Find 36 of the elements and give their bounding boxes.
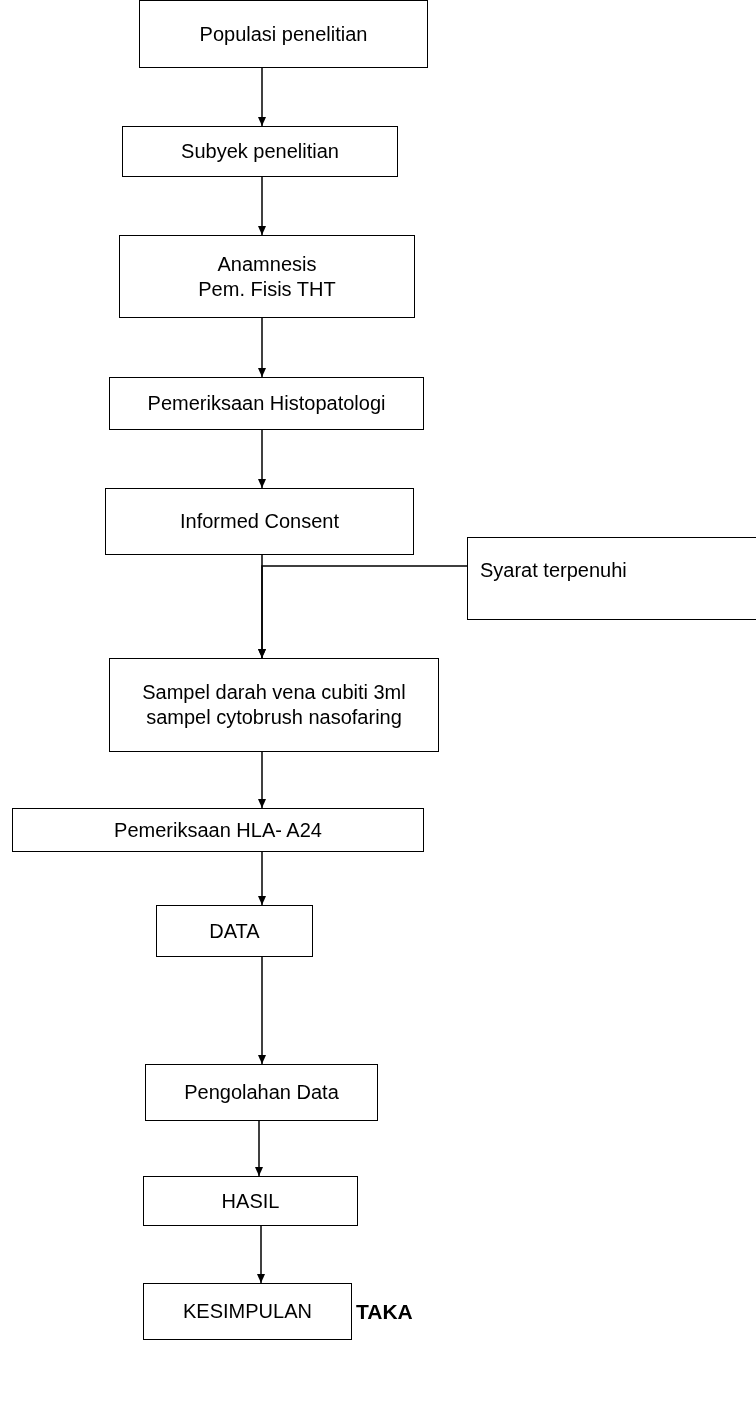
process-box (12, 808, 424, 852)
box-text: Pemeriksaan HLA- A24 (114, 817, 322, 843)
process-box (139, 0, 428, 68)
heading-fragment: TAKA (356, 1300, 413, 1324)
process-box (143, 1176, 358, 1226)
process-box (122, 126, 398, 177)
box-text: Subyek penelitian (181, 139, 339, 164)
box-text: Pengolahan Data (184, 1080, 339, 1105)
process-box (145, 1064, 378, 1121)
box-text: Populasi penelitian (199, 21, 368, 47)
process-box (119, 235, 415, 318)
box-text: HASIL (221, 1188, 280, 1214)
process-box (467, 537, 756, 620)
process-box (156, 905, 313, 957)
box-text: Pem. Fisis THT (198, 276, 336, 302)
box-text: Pemeriksaan Histopatologi (147, 391, 386, 416)
process-box (109, 658, 439, 752)
arrow (258, 67, 266, 127)
process-box (143, 1283, 352, 1340)
arrow (258, 565, 468, 659)
arrow (258, 956, 266, 1065)
box-text: Anamnesis (217, 251, 317, 277)
arrow (258, 429, 266, 489)
arrow (255, 1120, 263, 1177)
arrow (258, 176, 266, 236)
arrow (258, 751, 266, 809)
process-box (109, 377, 424, 430)
arrow (258, 851, 266, 906)
box-text: Informed Consent (180, 509, 339, 534)
box-text: DATA (209, 918, 260, 944)
arrow (257, 1225, 265, 1284)
arrow (258, 317, 266, 378)
box-text: Syarat terpenuhi (480, 558, 627, 583)
process-box (105, 488, 414, 555)
box-text: KESIMPULAN (183, 1299, 312, 1324)
box-text: Sampel darah vena cubiti 3ml sampel cytobrush nasofaring (141, 680, 407, 730)
